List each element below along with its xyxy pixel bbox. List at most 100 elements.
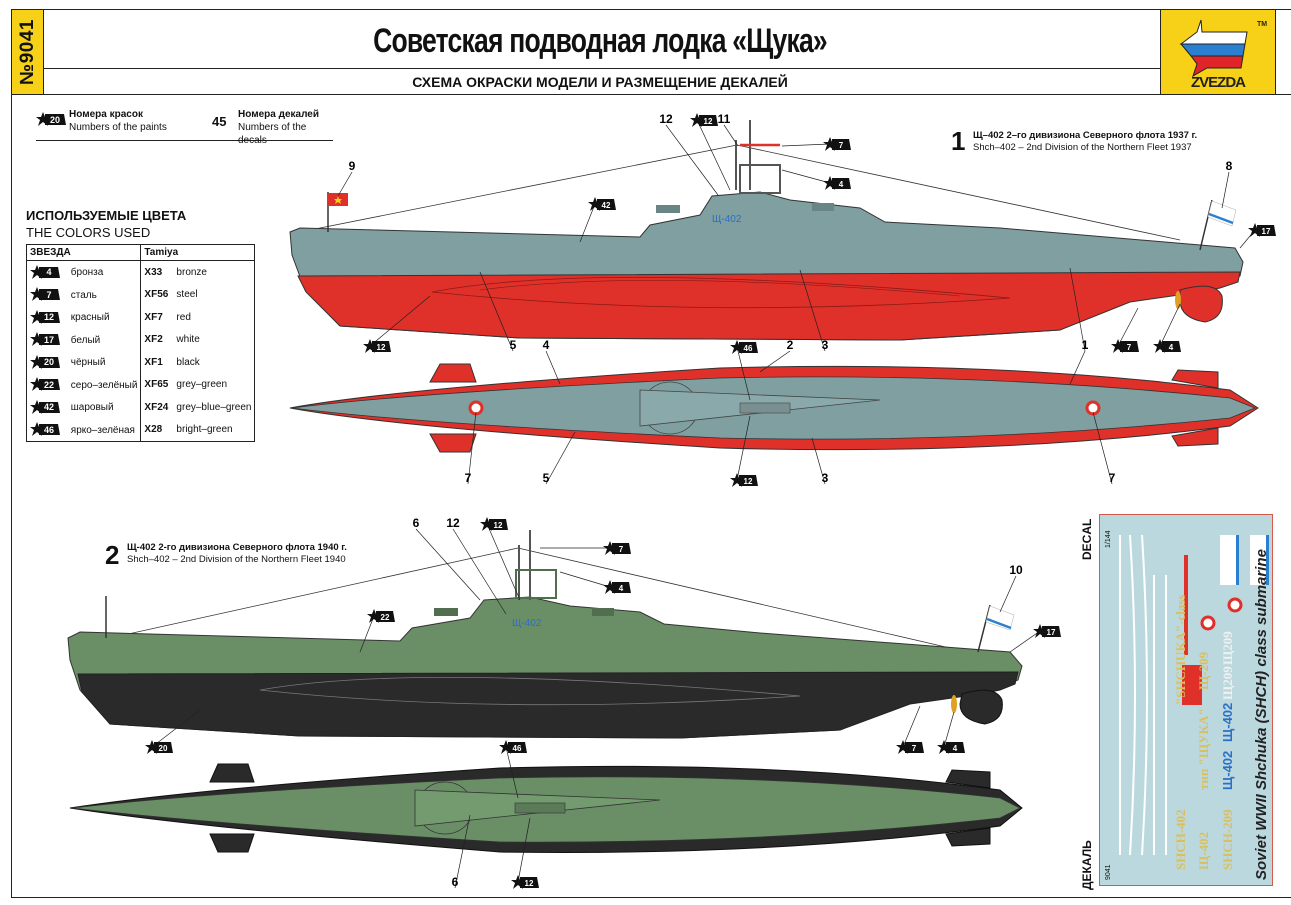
decal-label-en: DECAL bbox=[1080, 518, 1094, 560]
paint-badge-icon: 7 bbox=[603, 541, 631, 555]
paint-badge-icon: 12 bbox=[30, 309, 60, 325]
paint-badge-icon: 12 bbox=[730, 473, 758, 487]
paint-badge-icon: 46 bbox=[30, 422, 60, 437]
logo-text: ZVEZDA bbox=[1191, 74, 1246, 91]
svg-text:20: 20 bbox=[159, 744, 168, 753]
svg-text:12: 12 bbox=[494, 521, 503, 530]
scheme1-number: 1 bbox=[951, 126, 966, 156]
decal-callout: 7 bbox=[465, 471, 472, 485]
paint-badge-icon: 20 bbox=[36, 112, 66, 127]
paint-badge-icon: 42 bbox=[588, 197, 616, 211]
paint-badge-icon: 7 bbox=[1111, 339, 1139, 353]
zvezda-color: 4 бронза bbox=[27, 261, 141, 284]
scheme2-side-view: Щ-402 bbox=[67, 530, 1023, 739]
decal-item: SHCH-402 bbox=[1173, 809, 1188, 870]
zvezda-color: 20 чёрный bbox=[27, 351, 141, 374]
paint-badge-icon: 4 bbox=[937, 740, 965, 754]
svg-text:7: 7 bbox=[1127, 343, 1132, 352]
colors-heading-ru: ИСПОЛЬЗУЕМЫЕ ЦВЕТА bbox=[26, 208, 187, 223]
svg-text:22: 22 bbox=[381, 613, 390, 622]
decal-callout: 10 bbox=[1009, 563, 1023, 577]
paint-badge-icon: 22 bbox=[367, 609, 395, 623]
svg-text:7: 7 bbox=[839, 141, 844, 150]
svg-text:12: 12 bbox=[704, 117, 713, 126]
zvezda-logo: ZVEZDA TM bbox=[1160, 10, 1276, 94]
decal-callout: 1 bbox=[1082, 338, 1089, 352]
svg-text:12: 12 bbox=[525, 879, 534, 888]
svg-text:17: 17 bbox=[1047, 628, 1056, 637]
paint-badge-icon: 42 bbox=[30, 399, 60, 415]
svg-text:4: 4 bbox=[1169, 343, 1174, 352]
col-tamiya: Tamiya bbox=[140, 244, 255, 261]
decal-catalog: 9041 bbox=[1105, 864, 1112, 880]
naval-ensign-flag-icon bbox=[1207, 200, 1237, 227]
paint-badge-icon: 4 bbox=[1153, 339, 1181, 353]
paint-badge-icon: 12 bbox=[363, 339, 391, 353]
paint-badge-icon: 17 bbox=[30, 332, 60, 347]
decal-callout: 5 bbox=[510, 338, 517, 352]
scheme2-title: Щ-402 2-го дивизиона Северного флота 194… bbox=[127, 542, 347, 565]
naval-ensign-flag-icon bbox=[985, 605, 1015, 631]
catalog-number-tab: №9041 bbox=[12, 10, 44, 94]
decal-callout: 12 bbox=[659, 112, 673, 126]
decal-callout: 9 bbox=[349, 159, 356, 173]
paint-badge-icon: 46 bbox=[730, 340, 758, 354]
svg-text:46: 46 bbox=[744, 344, 753, 353]
zvezda-color: 17 белый bbox=[27, 329, 141, 352]
scheme1-top-view bbox=[289, 363, 1259, 453]
paint-badge-icon: 7 bbox=[896, 740, 924, 754]
decal-item: Щ-402 bbox=[1220, 750, 1235, 790]
header-bottom-divider bbox=[11, 94, 1291, 95]
decal-callout: 1 bbox=[1082, 338, 1089, 352]
scheme1-side-view: Щ-402 bbox=[289, 120, 1244, 341]
svg-text:42: 42 bbox=[602, 201, 611, 210]
decal-item: Щ209 bbox=[1220, 666, 1235, 700]
decal-caption: Soviet WWII Shchuka (SHCH) class submari… bbox=[1253, 549, 1270, 880]
header-divider bbox=[43, 68, 1160, 69]
decal-item: тип "ЩУКА" bbox=[1196, 708, 1211, 790]
svg-text:12: 12 bbox=[744, 477, 753, 486]
colors-heading-en: THE COLORS USED bbox=[26, 225, 151, 240]
zvezda-star-flag-icon: ZVEZDA TM bbox=[1179, 19, 1267, 91]
scheme1-hull-number: Щ-402 bbox=[712, 214, 742, 225]
page-frame bbox=[11, 9, 1291, 898]
decal-callout: 3 bbox=[822, 338, 829, 352]
paint-badge-icon: 22 bbox=[30, 377, 60, 392]
decal-callout: 7 bbox=[1109, 471, 1116, 485]
decal-label-ru: ДЕКАЛЬ bbox=[1080, 840, 1094, 890]
scheme1-title: Щ–402 2–го дивизиона Северного флота 193… bbox=[973, 130, 1198, 153]
decal-item: Щ-402 bbox=[1220, 702, 1235, 742]
decal-callout: 12 bbox=[446, 516, 460, 530]
svg-text:7: 7 bbox=[619, 545, 624, 554]
paint-badge-icon: 4 bbox=[823, 176, 851, 190]
page-title: Советская подводная лодка «Щука» bbox=[373, 22, 828, 60]
lifebuoy-icon bbox=[1085, 400, 1101, 416]
decal-item: "SHCHUKA"-class bbox=[1173, 594, 1188, 706]
decal-callout: 8 bbox=[1226, 159, 1233, 173]
svg-text:4: 4 bbox=[839, 180, 844, 189]
paint-badge-icon: 17 bbox=[1033, 624, 1061, 638]
paint-badge-icon: 12 bbox=[690, 113, 718, 127]
paint-badge-icon: 12 bbox=[480, 517, 508, 531]
svg-text:TM: TM bbox=[1257, 21, 1267, 28]
decal-callout: 6 bbox=[452, 875, 459, 889]
paint-badge-icon: 12 bbox=[511, 875, 539, 889]
zvezda-color: 22 серо–зелёный bbox=[27, 374, 141, 397]
decal-stripes bbox=[1119, 534, 1269, 856]
decal-item: SHCH-209 bbox=[1220, 809, 1235, 870]
paint-badge-icon: 4 bbox=[603, 580, 631, 594]
scheme2-top-view bbox=[69, 763, 1023, 853]
